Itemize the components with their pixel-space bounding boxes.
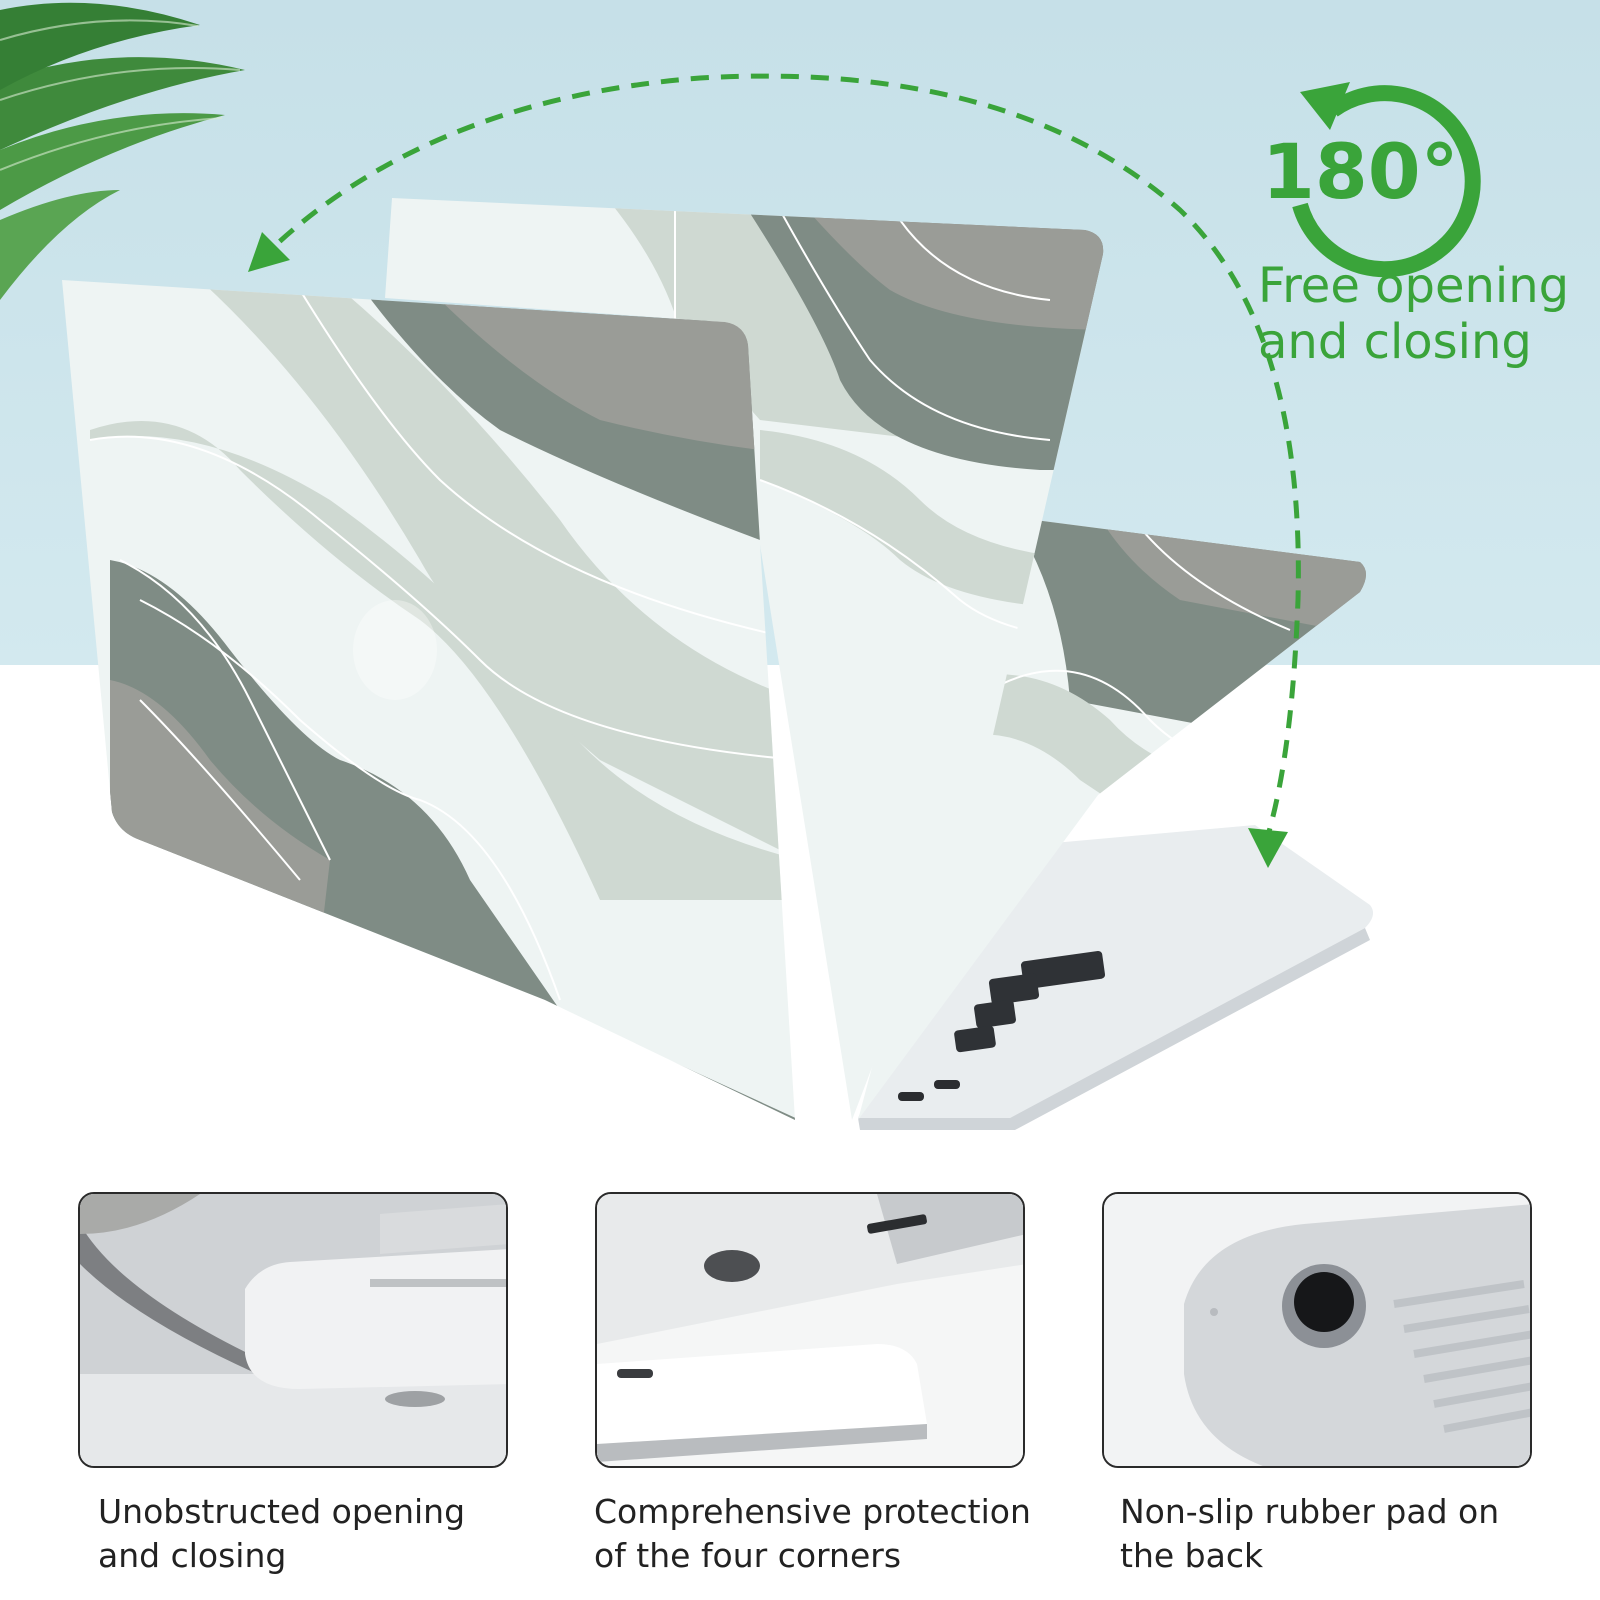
feature-caption-1: Unobstructed opening and closing bbox=[98, 1490, 558, 1578]
logo-cutout-icon bbox=[353, 600, 437, 700]
feature-caption-1-line-2: and closing bbox=[98, 1536, 287, 1575]
palm-leaf-decoration bbox=[0, 2, 245, 300]
feature-thumbnail-rubber-pad bbox=[1102, 1192, 1532, 1468]
feature-caption-2-line-2: of the four corners bbox=[594, 1536, 902, 1575]
feature-caption-2: Comprehensive protection of the four cor… bbox=[594, 1490, 1054, 1578]
feature-caption-3-line-1: Non-slip rubber pad on bbox=[1120, 1492, 1500, 1531]
feature-caption-3: Non-slip rubber pad on the back bbox=[1120, 1490, 1580, 1578]
feature-caption-1-line-1: Unobstructed opening bbox=[98, 1492, 466, 1531]
feature-thumbnail-corner bbox=[595, 1192, 1025, 1468]
laptop-lid-front bbox=[62, 280, 795, 1120]
rotate-arrow-icon bbox=[1292, 82, 1481, 278]
feature-thumbnail-hinge bbox=[78, 1192, 508, 1468]
badge-line-2: and closing bbox=[1258, 314, 1532, 370]
badge-angle: 180° bbox=[1262, 127, 1459, 216]
hero-illustration: 180° bbox=[0, 2, 1481, 1130]
rotation-arrow-icon bbox=[248, 73, 1301, 868]
badge-caption: Free opening and closing bbox=[1258, 258, 1588, 370]
feature-caption-3-line-2: the back bbox=[1120, 1536, 1264, 1575]
feature-caption-2-line-1: Comprehensive protection bbox=[594, 1492, 1031, 1531]
badge-line-1: Free opening bbox=[1258, 258, 1570, 314]
